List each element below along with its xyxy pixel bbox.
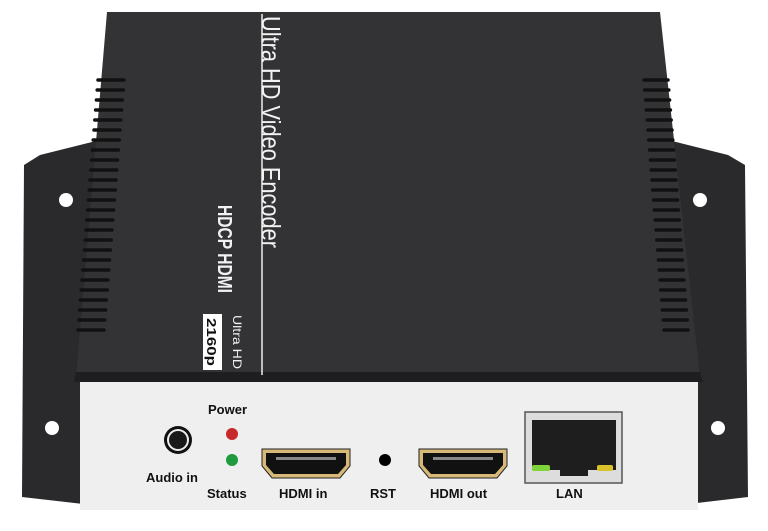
hdmi-out-label: HDMI out	[430, 486, 488, 501]
left-vent-slots	[76, 78, 126, 332]
lan-port[interactable]	[524, 411, 623, 484]
hdmi-out-port[interactable]	[418, 448, 508, 479]
right-ear-hole-top	[693, 193, 707, 207]
right-ear-hole-bottom	[711, 421, 725, 435]
right-vent-slots	[642, 78, 690, 332]
hdmi-in-port[interactable]	[261, 448, 351, 479]
badge-2160p-box	[203, 314, 222, 370]
device-subtitle: HDCP HDMI	[213, 205, 235, 293]
lan-label: LAN	[556, 486, 583, 501]
reset-button[interactable]	[379, 454, 391, 466]
audio-jack-hole	[169, 431, 187, 449]
left-ear-hole-top	[59, 193, 73, 207]
status-led	[226, 454, 238, 466]
audio-in-label: Audio in	[146, 470, 198, 485]
top-cover-edge	[74, 372, 703, 382]
hdmi-in-label: HDMI in	[279, 486, 327, 501]
power-label: Power	[208, 402, 247, 417]
top-cover	[76, 12, 700, 378]
rst-label: RST	[370, 486, 396, 501]
left-ear-hole-bottom	[45, 421, 59, 435]
lan-link-led	[532, 465, 550, 471]
badge-2160p: 2160p	[204, 318, 219, 366]
power-led	[226, 428, 238, 440]
device-title: Ultra HD Video Encoder	[256, 16, 286, 248]
badge-ultra-hd: Ultra HD	[230, 315, 244, 369]
lan-activity-led	[597, 465, 613, 471]
status-label: Status	[207, 486, 247, 501]
